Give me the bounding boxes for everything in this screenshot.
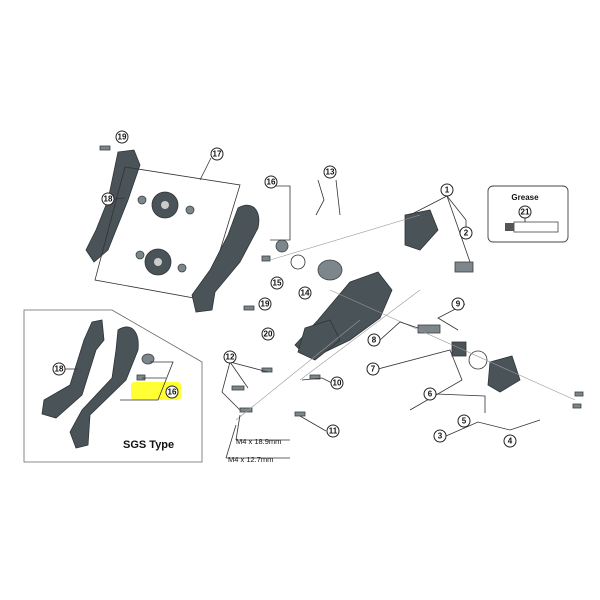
callout-5: 5 [457,414,471,428]
svg-text:7: 7 [371,365,376,374]
sgs-washer [141,353,155,365]
callout-11: 11 [326,424,340,438]
callout-7: 7 [366,362,380,376]
callout-20: 20 [261,327,275,341]
axle [417,324,441,334]
spring [317,259,343,281]
b-tension-bolt [454,261,474,273]
outer-cage-plate [85,149,141,263]
leader-sgs16 [120,361,174,401]
callout-19-lower: 19 [258,297,272,311]
svg-text:15: 15 [273,279,282,288]
callout-16: 16 [264,175,278,189]
svg-text:14: 14 [301,289,310,298]
callout-21: 21 [518,205,532,219]
callout-sgs-18: 18 [52,362,66,376]
grease-label: Grease [511,193,539,202]
svg-text:6: 6 [428,390,433,399]
sgs-type-inset-box [23,309,203,463]
link-arm [297,319,341,361]
grease-tube-icon [513,221,559,233]
sgs-bushing [136,374,146,381]
inner-cage-plate [191,204,260,313]
svg-text:17: 17 [213,150,222,159]
adjust-unit [451,341,467,357]
callout-12: 12 [223,350,237,364]
svg-text:3: 3 [438,432,443,441]
svg-text:5: 5 [462,417,467,426]
callout-15: 15 [270,276,284,290]
callout-10: 10 [330,376,344,390]
svg-text:2: 2 [464,229,469,238]
callout-9: 9 [451,297,465,311]
callout-13: 13 [323,165,337,179]
svg-text:18: 18 [104,195,113,204]
bolt-label-m4-18-9: M4 x 18.9mm [236,437,281,446]
svg-text:19: 19 [118,133,127,142]
bolt-label-m4-12-7: M4 x 12.7mm [228,455,273,464]
svg-text:11: 11 [329,427,338,436]
callout-8: 8 [367,333,381,347]
svg-text:9: 9 [456,300,461,309]
svg-text:12: 12 [226,353,235,362]
callout-18: 18 [101,192,115,206]
sgs-outer-plate [41,319,105,419]
svg-text:1: 1 [445,186,450,195]
callout-3: 3 [433,429,447,443]
callout-1: 1 [440,183,454,197]
snap-ring [290,254,306,270]
svg-text:21: 21 [521,208,530,217]
battery-cover [487,355,521,393]
sgs-type-label: SGS Type [123,439,174,451]
svg-text:10: 10 [333,379,342,388]
b-axle-bracket [404,209,439,251]
svg-text:16: 16 [168,388,177,397]
callout-19: 19 [115,130,129,144]
svg-text:4: 4 [508,437,513,446]
svg-text:19: 19 [261,300,270,309]
callout-14: 14 [298,286,312,300]
callout-4: 4 [503,434,517,448]
svg-text:13: 13 [326,168,335,177]
callout-17: 17 [210,147,224,161]
svg-text:20: 20 [264,330,273,339]
svg-text:18: 18 [55,365,64,374]
callout-6: 6 [423,387,437,401]
svg-text:8: 8 [372,336,377,345]
callout-sgs-16: 16 [165,385,179,399]
svg-text:16: 16 [267,178,276,187]
sgs-inner-plate [69,326,139,449]
callout-2: 2 [459,226,473,240]
